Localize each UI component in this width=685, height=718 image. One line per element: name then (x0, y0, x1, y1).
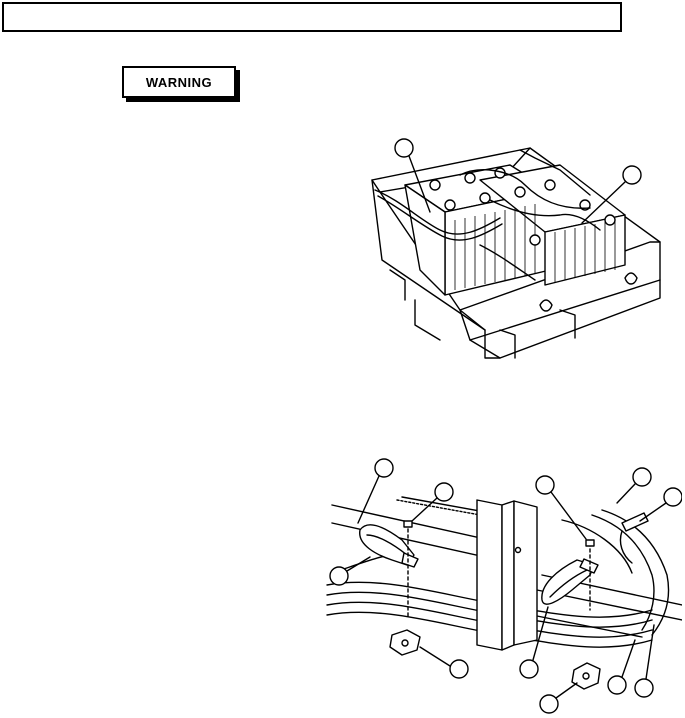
tray-feet-front (499, 309, 576, 359)
tray-feet (389, 269, 441, 341)
callout-bubble-2 (581, 165, 642, 224)
tray-rim-front (459, 241, 661, 311)
cable-clamp-right (541, 558, 599, 605)
callout-bubble-screw-right (535, 475, 587, 540)
warning-label: WARNING (122, 66, 236, 98)
header-title-box (2, 2, 622, 32)
mounting-screws (403, 520, 595, 618)
vertical-bracket (476, 499, 538, 651)
warning-badge: WARNING (122, 66, 242, 104)
cable-clamp-left (359, 524, 419, 568)
callout-bubble-clamp-left (329, 556, 371, 586)
callout-bubble-clamp-right (519, 606, 549, 679)
callout-bubble-nut-right (539, 682, 578, 714)
battery-box-illustration (371, 138, 661, 359)
callout-bubble-rail-bottom (634, 624, 655, 698)
callout-bubble-screw-left (411, 482, 454, 522)
battery-cells (404, 164, 626, 296)
cable-tie (619, 512, 649, 564)
callout-bubble-cable-bottom (607, 639, 636, 695)
callout-bubble-1 (394, 138, 431, 213)
mount-hook-right (624, 272, 638, 285)
cable-clamp-illustration (326, 458, 682, 714)
battery-terminals (429, 167, 616, 246)
callout-bubble-cable-tie (639, 487, 682, 522)
callout-bubble-cable-top (616, 467, 652, 504)
battery-cables (374, 149, 601, 281)
mounting-nuts (389, 629, 601, 690)
mount-hook-left (539, 299, 553, 312)
callout-bubble-nut-left (419, 646, 469, 679)
callout-bubble-clamp-top-left (357, 458, 394, 524)
